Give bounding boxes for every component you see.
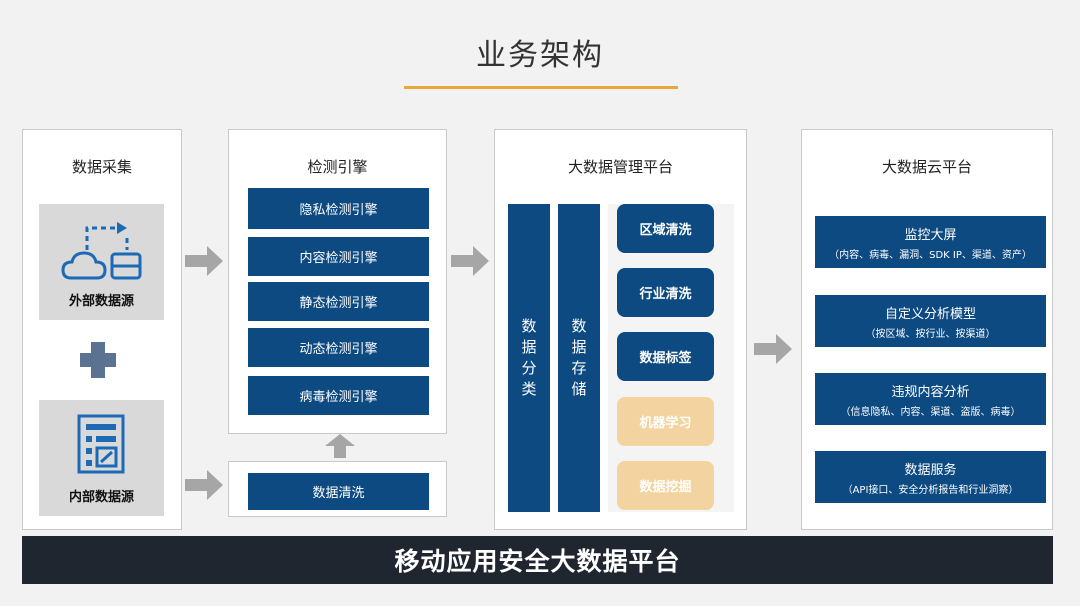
violation-analysis-item: 违规内容分析 （信息隐私、内容、渠道、盗版、病毒） [815, 373, 1046, 425]
monitoring-screen-item: 监控大屏 （内容、病毒、漏洞、SDK IP、渠道、资产） [815, 216, 1046, 268]
page-title: 业务架构 [476, 38, 604, 73]
engine-item: 隐私检测引擎 [248, 188, 429, 229]
custom-analysis-model-item: 自定义分析模型 （按区域、按行业、按渠道） [815, 295, 1046, 347]
cloud-item-title: 自定义分析模型 [884, 306, 976, 322]
data-cleaning-panel: 数据清洗 [228, 461, 447, 517]
industry-cleaning-pill: 行业清洗 [617, 268, 714, 317]
bigdata-management-title: 大数据管理平台 [567, 158, 673, 176]
internal-source-box: 内部数据源 [39, 400, 164, 516]
arrow-right-icon [185, 246, 223, 276]
external-source-label: 外部数据源 [68, 294, 134, 309]
detection-engine-panel: 检测引擎 隐私检测引擎 内容检测引擎 静态检测引擎 动态检测引擎 病毒检测引擎 [228, 129, 447, 434]
internal-source-label: 内部数据源 [68, 490, 134, 505]
bigdata-management-panel: 大数据管理平台 数 据 分 类 数 据 存 储 区域清洗 行业清洗 数据标签 机… [494, 129, 747, 530]
cloud-item-title: 监控大屏 [904, 227, 957, 243]
engine-item: 内容检测引擎 [248, 237, 429, 276]
bigdata-cloud-title: 大数据云平台 [881, 158, 972, 176]
data-collection-title: 数据采集 [71, 158, 132, 176]
cloud-database-icon [61, 222, 142, 280]
external-source-box: 外部数据源 [39, 204, 164, 320]
arrow-right-icon [754, 334, 792, 364]
cloud-item-subtitle: （按区域、按行业、按渠道） [865, 328, 996, 340]
engine-item: 动态检测引擎 [248, 328, 429, 367]
arrow-up-icon [325, 434, 355, 458]
data-storage-column: 数 据 存 储 [558, 204, 600, 512]
data-tagging-pill: 数据标签 [617, 332, 714, 381]
detection-engine-title: 检测引擎 [307, 158, 368, 176]
data-classification-column: 数 据 分 类 [508, 204, 550, 512]
data-classification-label: 数 据 分 类 [521, 317, 537, 398]
cloud-item-title: 违规内容分析 [891, 384, 970, 400]
document-form-icon [77, 414, 125, 474]
arrow-right-icon [451, 246, 489, 276]
title-underline [404, 86, 678, 89]
data-mining-pill: 数据挖掘 [617, 461, 714, 510]
cloud-item-subtitle: （API接口、安全分析报告和行业洞察） [842, 484, 1019, 496]
plus-icon [80, 342, 116, 378]
data-service-item: 数据服务 （API接口、安全分析报告和行业洞察） [815, 451, 1046, 503]
data-cleaning-bar: 数据清洗 [248, 473, 429, 510]
region-cleaning-pill: 区域清洗 [617, 204, 714, 253]
cloud-item-title: 数据服务 [904, 462, 957, 478]
engine-item: 静态检测引擎 [248, 282, 429, 321]
data-storage-label: 数 据 存 储 [571, 317, 587, 398]
engine-item: 病毒检测引擎 [248, 376, 429, 415]
platform-footer-bar: 移动应用安全大数据平台 [22, 536, 1053, 584]
arrow-right-icon [185, 470, 223, 500]
machine-learning-pill: 机器学习 [617, 397, 714, 446]
cloud-item-subtitle: （内容、病毒、漏洞、SDK IP、渠道、资产） [829, 249, 1032, 261]
data-collection-panel: 数据采集 外部数据源 内部数据源 [22, 129, 182, 530]
bigdata-cloud-panel: 大数据云平台 监控大屏 （内容、病毒、漏洞、SDK IP、渠道、资产） 自定义分… [801, 129, 1053, 530]
cloud-item-subtitle: （信息隐私、内容、渠道、盗版、病毒） [840, 406, 1021, 418]
